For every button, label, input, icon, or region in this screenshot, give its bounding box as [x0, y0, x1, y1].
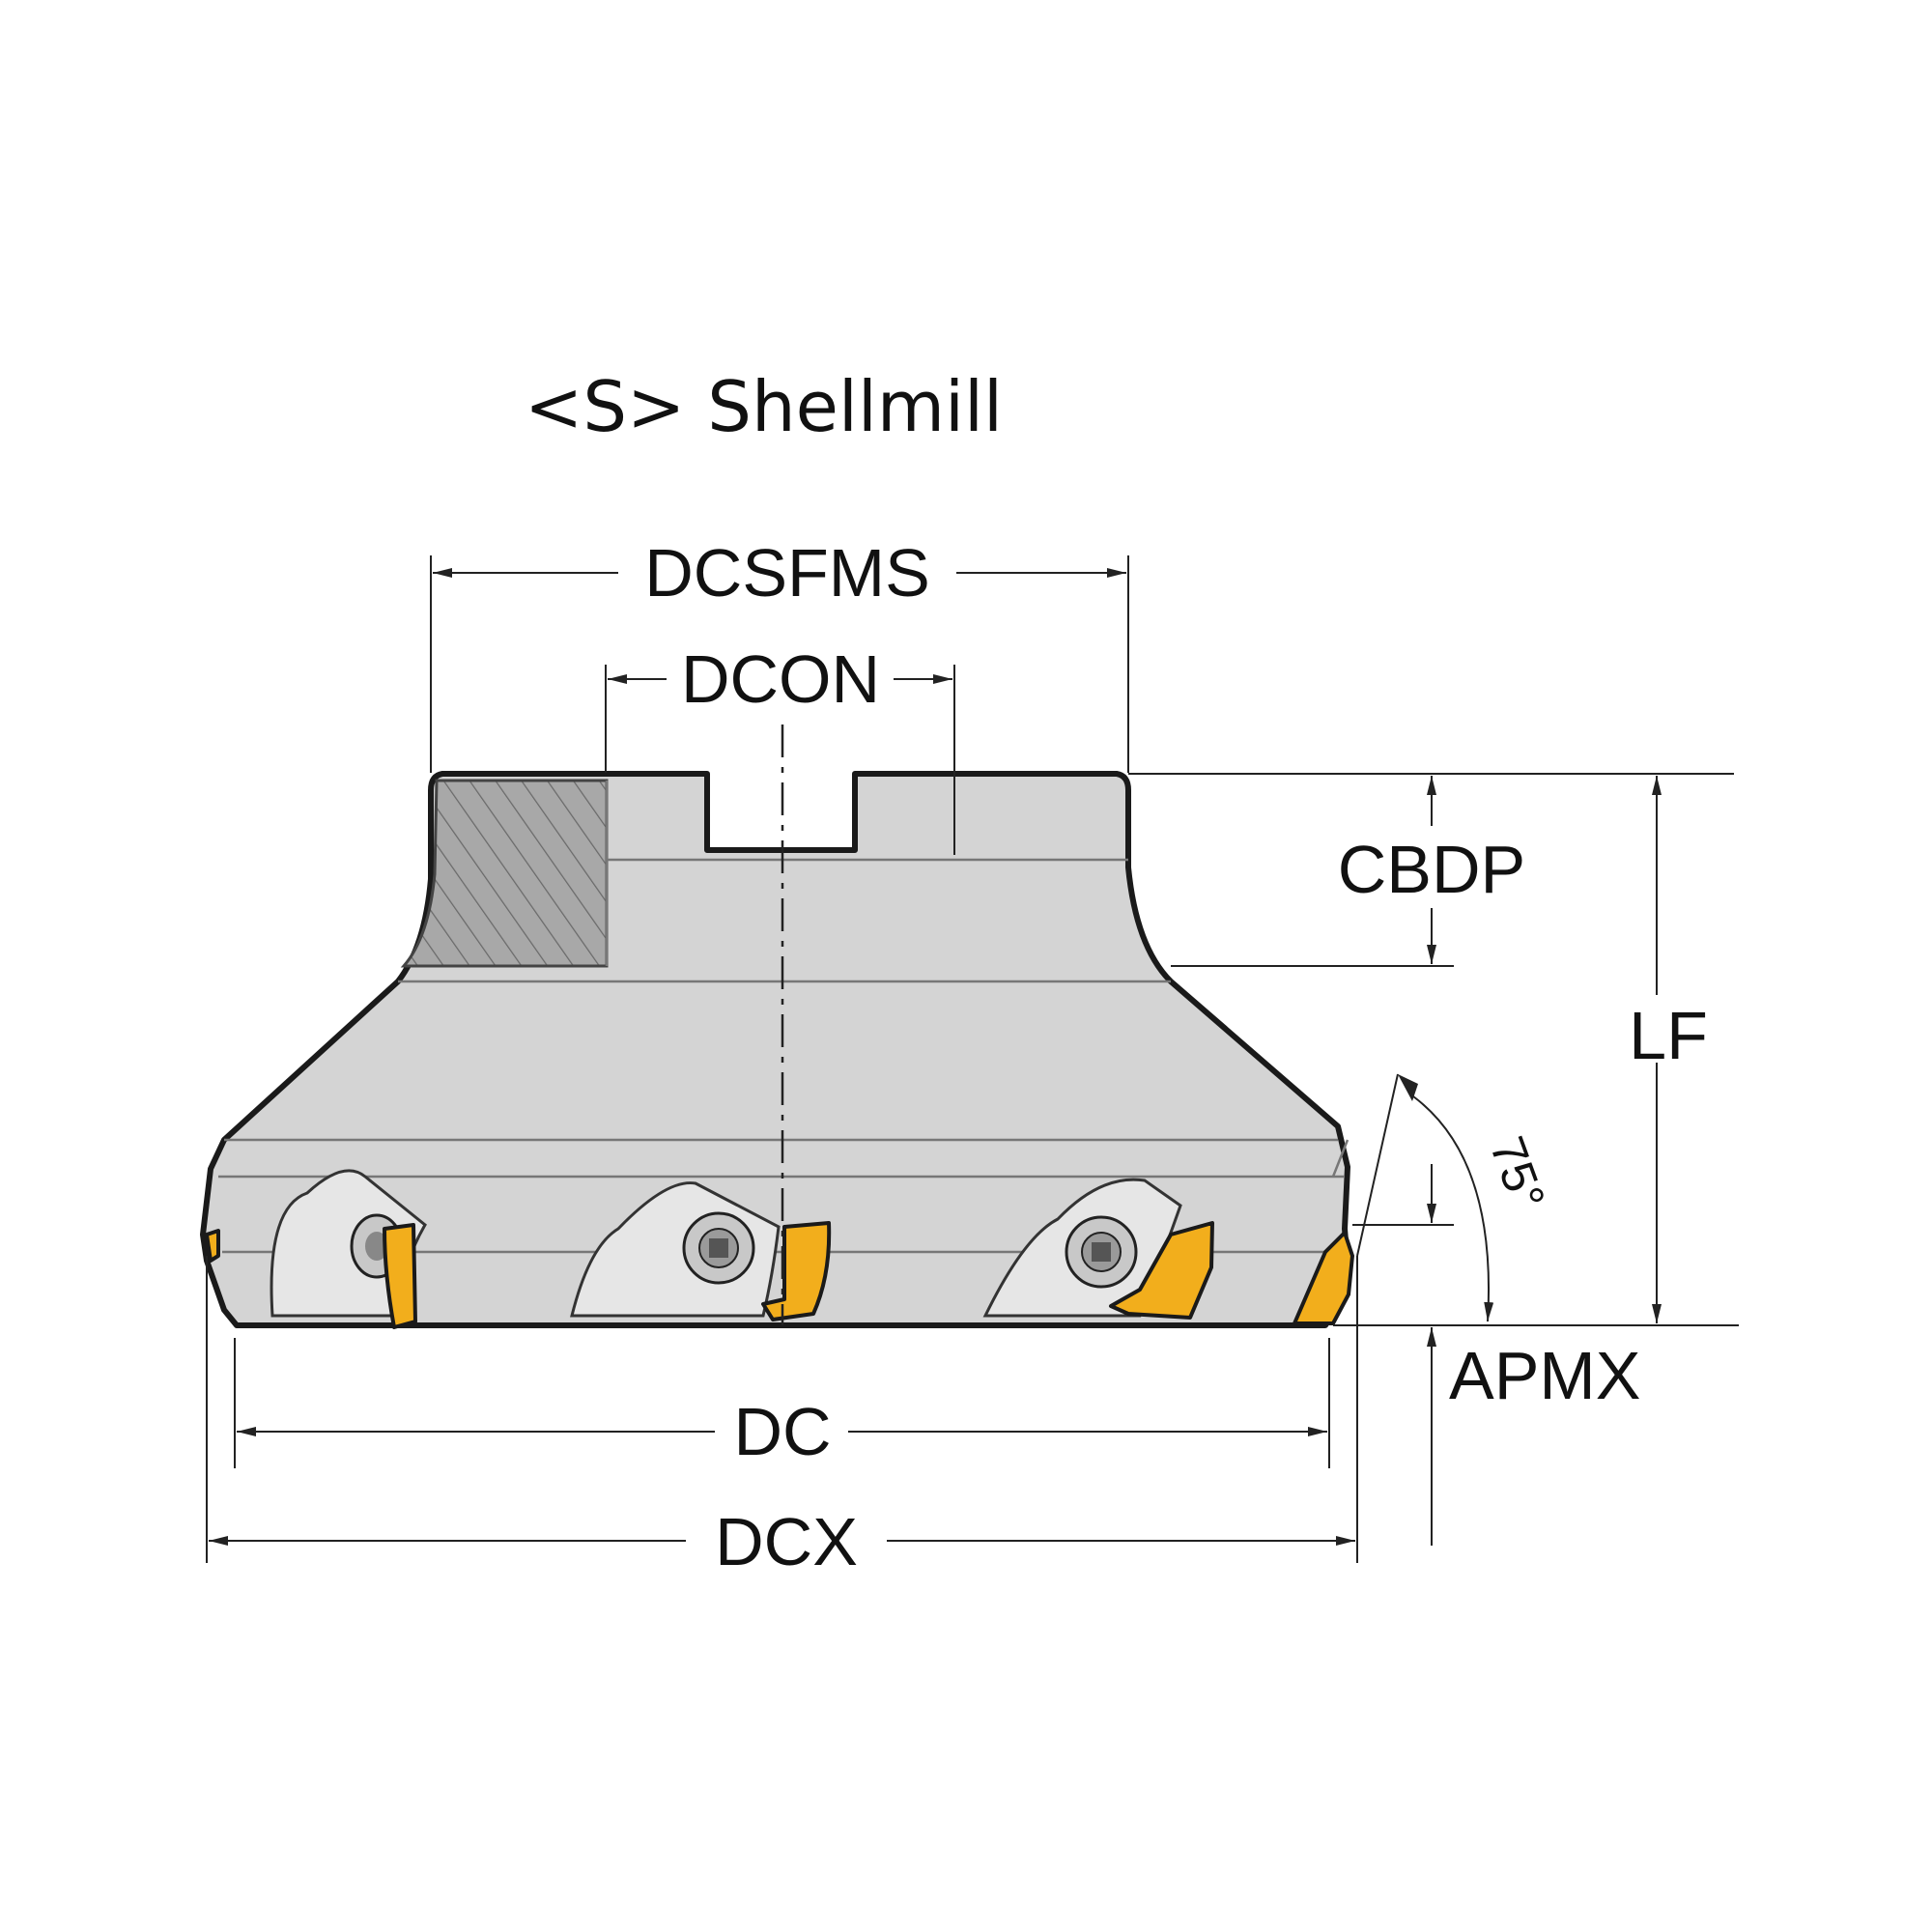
- insert-edge-left: [205, 1229, 220, 1263]
- dim-dcsfms: DCSFMS: [430, 535, 1129, 773]
- insert-4: [1293, 1231, 1354, 1325]
- cutter-body: [200, 771, 1354, 1329]
- label-dcsfms: DCSFMS: [644, 535, 930, 611]
- insert-2: [761, 1221, 832, 1321]
- diagram-title: <S> Shellmill: [525, 366, 1003, 447]
- label-dc: DC: [733, 1394, 831, 1469]
- dim-dc: DC: [234, 1338, 1330, 1469]
- insert-3: [1109, 1221, 1214, 1320]
- label-apmx: APMX: [1449, 1338, 1640, 1413]
- dim-dcon: DCON: [605, 641, 955, 855]
- label-dcon: DCON: [681, 641, 880, 717]
- dim-lf: LF: [1629, 776, 1708, 1323]
- label-angle: 75°: [1480, 1130, 1555, 1217]
- dim-angle: 75°: [1356, 1073, 1555, 1322]
- dim-apmx: APMX: [1427, 1164, 1640, 1546]
- screw-2: [682, 1211, 755, 1285]
- label-lf: LF: [1629, 998, 1708, 1073]
- label-cbdp: CBDP: [1338, 832, 1525, 907]
- insert-1: [383, 1223, 417, 1329]
- dim-dcx: DCX: [206, 1256, 1358, 1579]
- dim-cbdp: CBDP: [1128, 773, 1734, 967]
- hatched-section: [400, 779, 609, 968]
- screw-3: [1065, 1215, 1138, 1289]
- label-dcx: DCX: [715, 1504, 858, 1579]
